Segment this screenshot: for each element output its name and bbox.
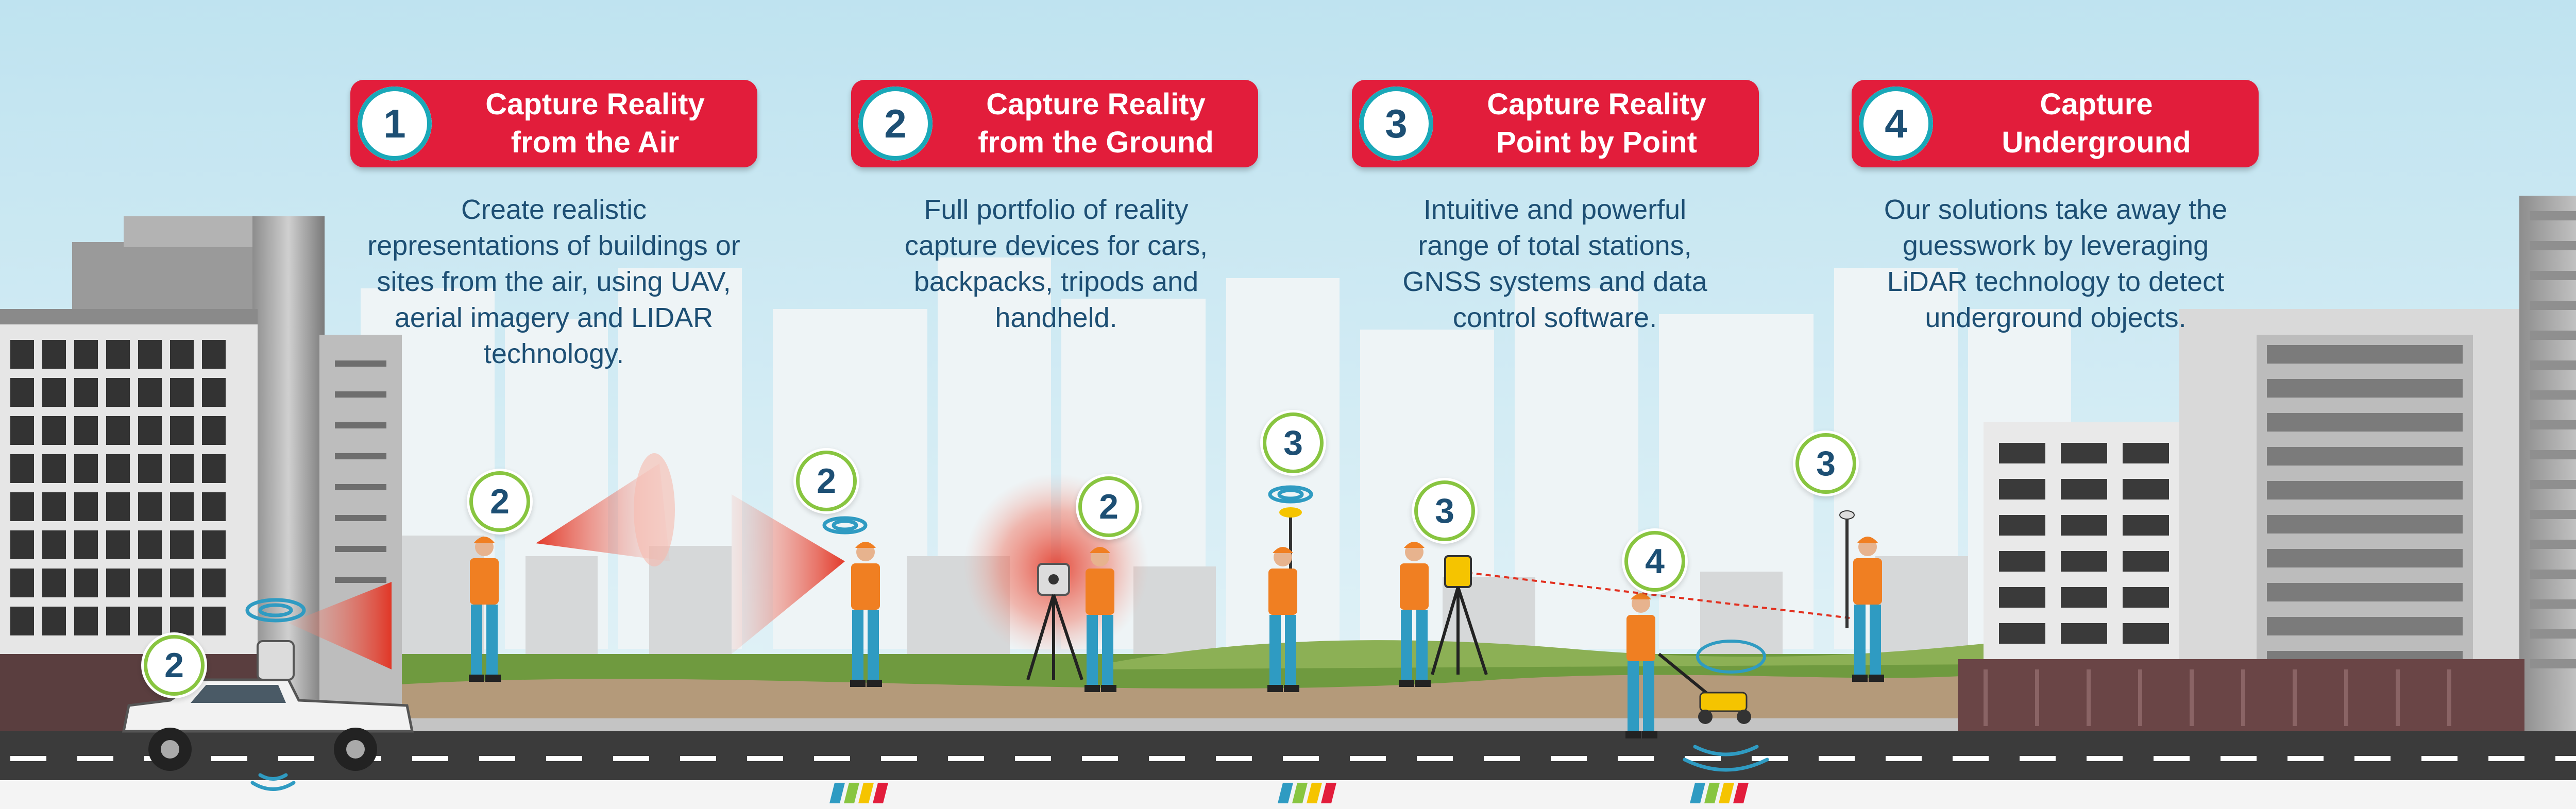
- marker-uav-operator: 2: [473, 475, 527, 528]
- pickup-truck-icon: [122, 640, 414, 771]
- marker-prism-pole: 3: [1799, 437, 1853, 490]
- step-1-badge: 1: [358, 87, 432, 161]
- wireless-signal-icon: [245, 485, 1769, 791]
- surveyor-figure: [1625, 593, 1657, 738]
- surveyor-figure: [1852, 537, 1884, 682]
- step-4-title-pill: 4 Capture Underground: [1852, 80, 2259, 167]
- color-stripes: [829, 783, 1749, 803]
- step-1-title: Capture Reality from the Air: [485, 88, 705, 159]
- step-4-title: Capture Underground: [2002, 88, 2191, 159]
- marker-gnss-rover: 3: [1266, 416, 1320, 470]
- ground-penetrating-radar-icon: [1658, 640, 1766, 724]
- step-1-description: Create realistic representations of buil…: [367, 194, 740, 369]
- marker-vehicle-scanner: 2: [147, 639, 201, 692]
- dirt-path: [392, 675, 1984, 721]
- step-1-title-pill: 1 Capture Reality from the Air: [350, 80, 757, 167]
- marker-tripod-scanner: 2: [1082, 480, 1136, 533]
- surveyor-figure: [1084, 547, 1116, 692]
- marker-gpr-cart: 4: [1628, 535, 1682, 588]
- road-markings: [10, 756, 2576, 761]
- step-3-badge: 3: [1359, 87, 1433, 161]
- backpack-scanner-beam: [732, 494, 845, 654]
- laser-scanner-tripod-icon: [1026, 563, 1083, 680]
- marker-total-station: 3: [1418, 484, 1471, 538]
- step-2-title: Capture Reality from the Ground: [978, 88, 1214, 159]
- road: [0, 731, 2576, 780]
- right-buildings: [1958, 196, 2576, 731]
- vehicle-scanner-beam: [289, 582, 392, 669]
- surveyor-figure: [850, 542, 882, 687]
- total-station-laser: [1458, 571, 1850, 619]
- step-4-description: Our solutions take away the guesswork by…: [1884, 194, 2228, 333]
- step-3-description: Intuitive and powerful range of total st…: [1402, 194, 1707, 333]
- step-3-title: Capture Reality Point by Point: [1487, 88, 1706, 159]
- step-2-title-pill: 2 Capture Reality from the Ground: [851, 80, 1258, 167]
- step-2-description: Full portfolio of reality capture device…: [904, 194, 1208, 333]
- step-3-title-pill: 3 Capture Reality Point by Point: [1352, 80, 1759, 167]
- surveyor-figure: [469, 537, 501, 682]
- surveyor-figure: [1267, 547, 1299, 692]
- marker-backpack-scanner: 2: [800, 454, 853, 508]
- total-station-icon: [1431, 555, 1488, 675]
- step-4-badge: 4: [1859, 87, 1933, 161]
- field-workers: [469, 537, 1884, 738]
- left-buildings: [0, 216, 402, 731]
- surveyor-figure: [1399, 542, 1431, 687]
- step-2-badge: 2: [858, 87, 933, 161]
